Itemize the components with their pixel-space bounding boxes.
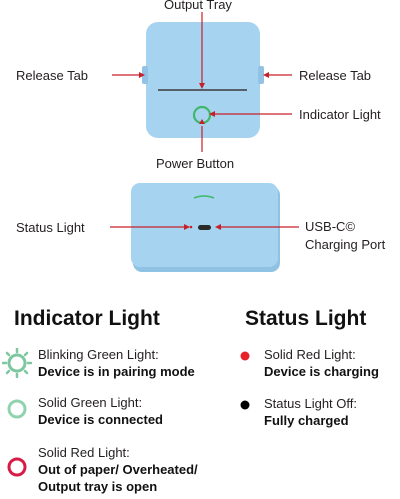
release-tab-left-arrowhead [139, 72, 145, 78]
release-tab-right-shape [258, 66, 264, 84]
status-item-desc: Fully charged [264, 413, 349, 428]
status-light-arrowhead [184, 224, 190, 230]
output-tray-arrowhead [199, 83, 205, 89]
status-item-off: Status Light Off: Fully charged [264, 395, 357, 429]
indicator-item-desc: Device is in pairing mode [38, 364, 195, 379]
black-dot-icon [240, 400, 250, 410]
status-item-title: Status Light Off: [264, 396, 357, 411]
indicator-item-blinking-green: Blinking Green Light: Device is in pairi… [38, 346, 195, 380]
indicator-item-title: Blinking Green Light: [38, 347, 159, 362]
indicator-light-heading: Indicator Light [14, 307, 160, 330]
output-tray-label: Output Tray [164, 0, 232, 12]
usb-c-port [198, 225, 211, 230]
release-tab-right-label: Release Tab [299, 68, 372, 83]
charging-port-label: Charging Port [305, 237, 386, 252]
power-button-label: Power Button [156, 156, 235, 171]
status-light-heading: Status Light [245, 307, 367, 330]
red-dot-icon [240, 351, 250, 361]
indicator-item-title: Solid Red Light: [38, 445, 130, 460]
usb-c-arrowhead [215, 224, 221, 230]
status-item-charging: Solid Red Light: Device is charging [264, 346, 379, 380]
release-tab-left-label: Release Tab [16, 68, 89, 83]
indicator-item-title: Solid Green Light: [38, 395, 143, 410]
indicator-item-desc: Device is connected [38, 412, 163, 427]
power-button-arrowhead [199, 119, 205, 124]
status-light-dot [189, 225, 193, 229]
indicator-light-arrowhead [209, 111, 215, 117]
status-light-label: Status Light [16, 220, 85, 235]
solid-red-ring-icon [7, 457, 27, 477]
indicator-item-desc: Output tray is open [38, 479, 158, 494]
printer-top-view [146, 22, 260, 138]
blinking-green-ring-icon [2, 348, 32, 378]
indicator-item-solid-red: Solid Red Light: Out of paper/ Overheate… [38, 444, 198, 495]
indicator-item-solid-green: Solid Green Light: Device is connected [38, 394, 163, 428]
device-diagram [110, 12, 299, 272]
indicator-item-desc: Out of paper/ Overheated/ [38, 462, 198, 477]
release-tab-right-arrowhead [263, 72, 269, 78]
status-item-title: Solid Red Light: [264, 347, 356, 362]
solid-green-ring-icon [7, 399, 27, 419]
usb-c-label: USB-C© [305, 219, 356, 234]
indicator-light-label: Indicator Light [299, 107, 381, 122]
status-item-desc: Device is charging [264, 364, 379, 379]
front-indicator-glow [193, 195, 215, 199]
